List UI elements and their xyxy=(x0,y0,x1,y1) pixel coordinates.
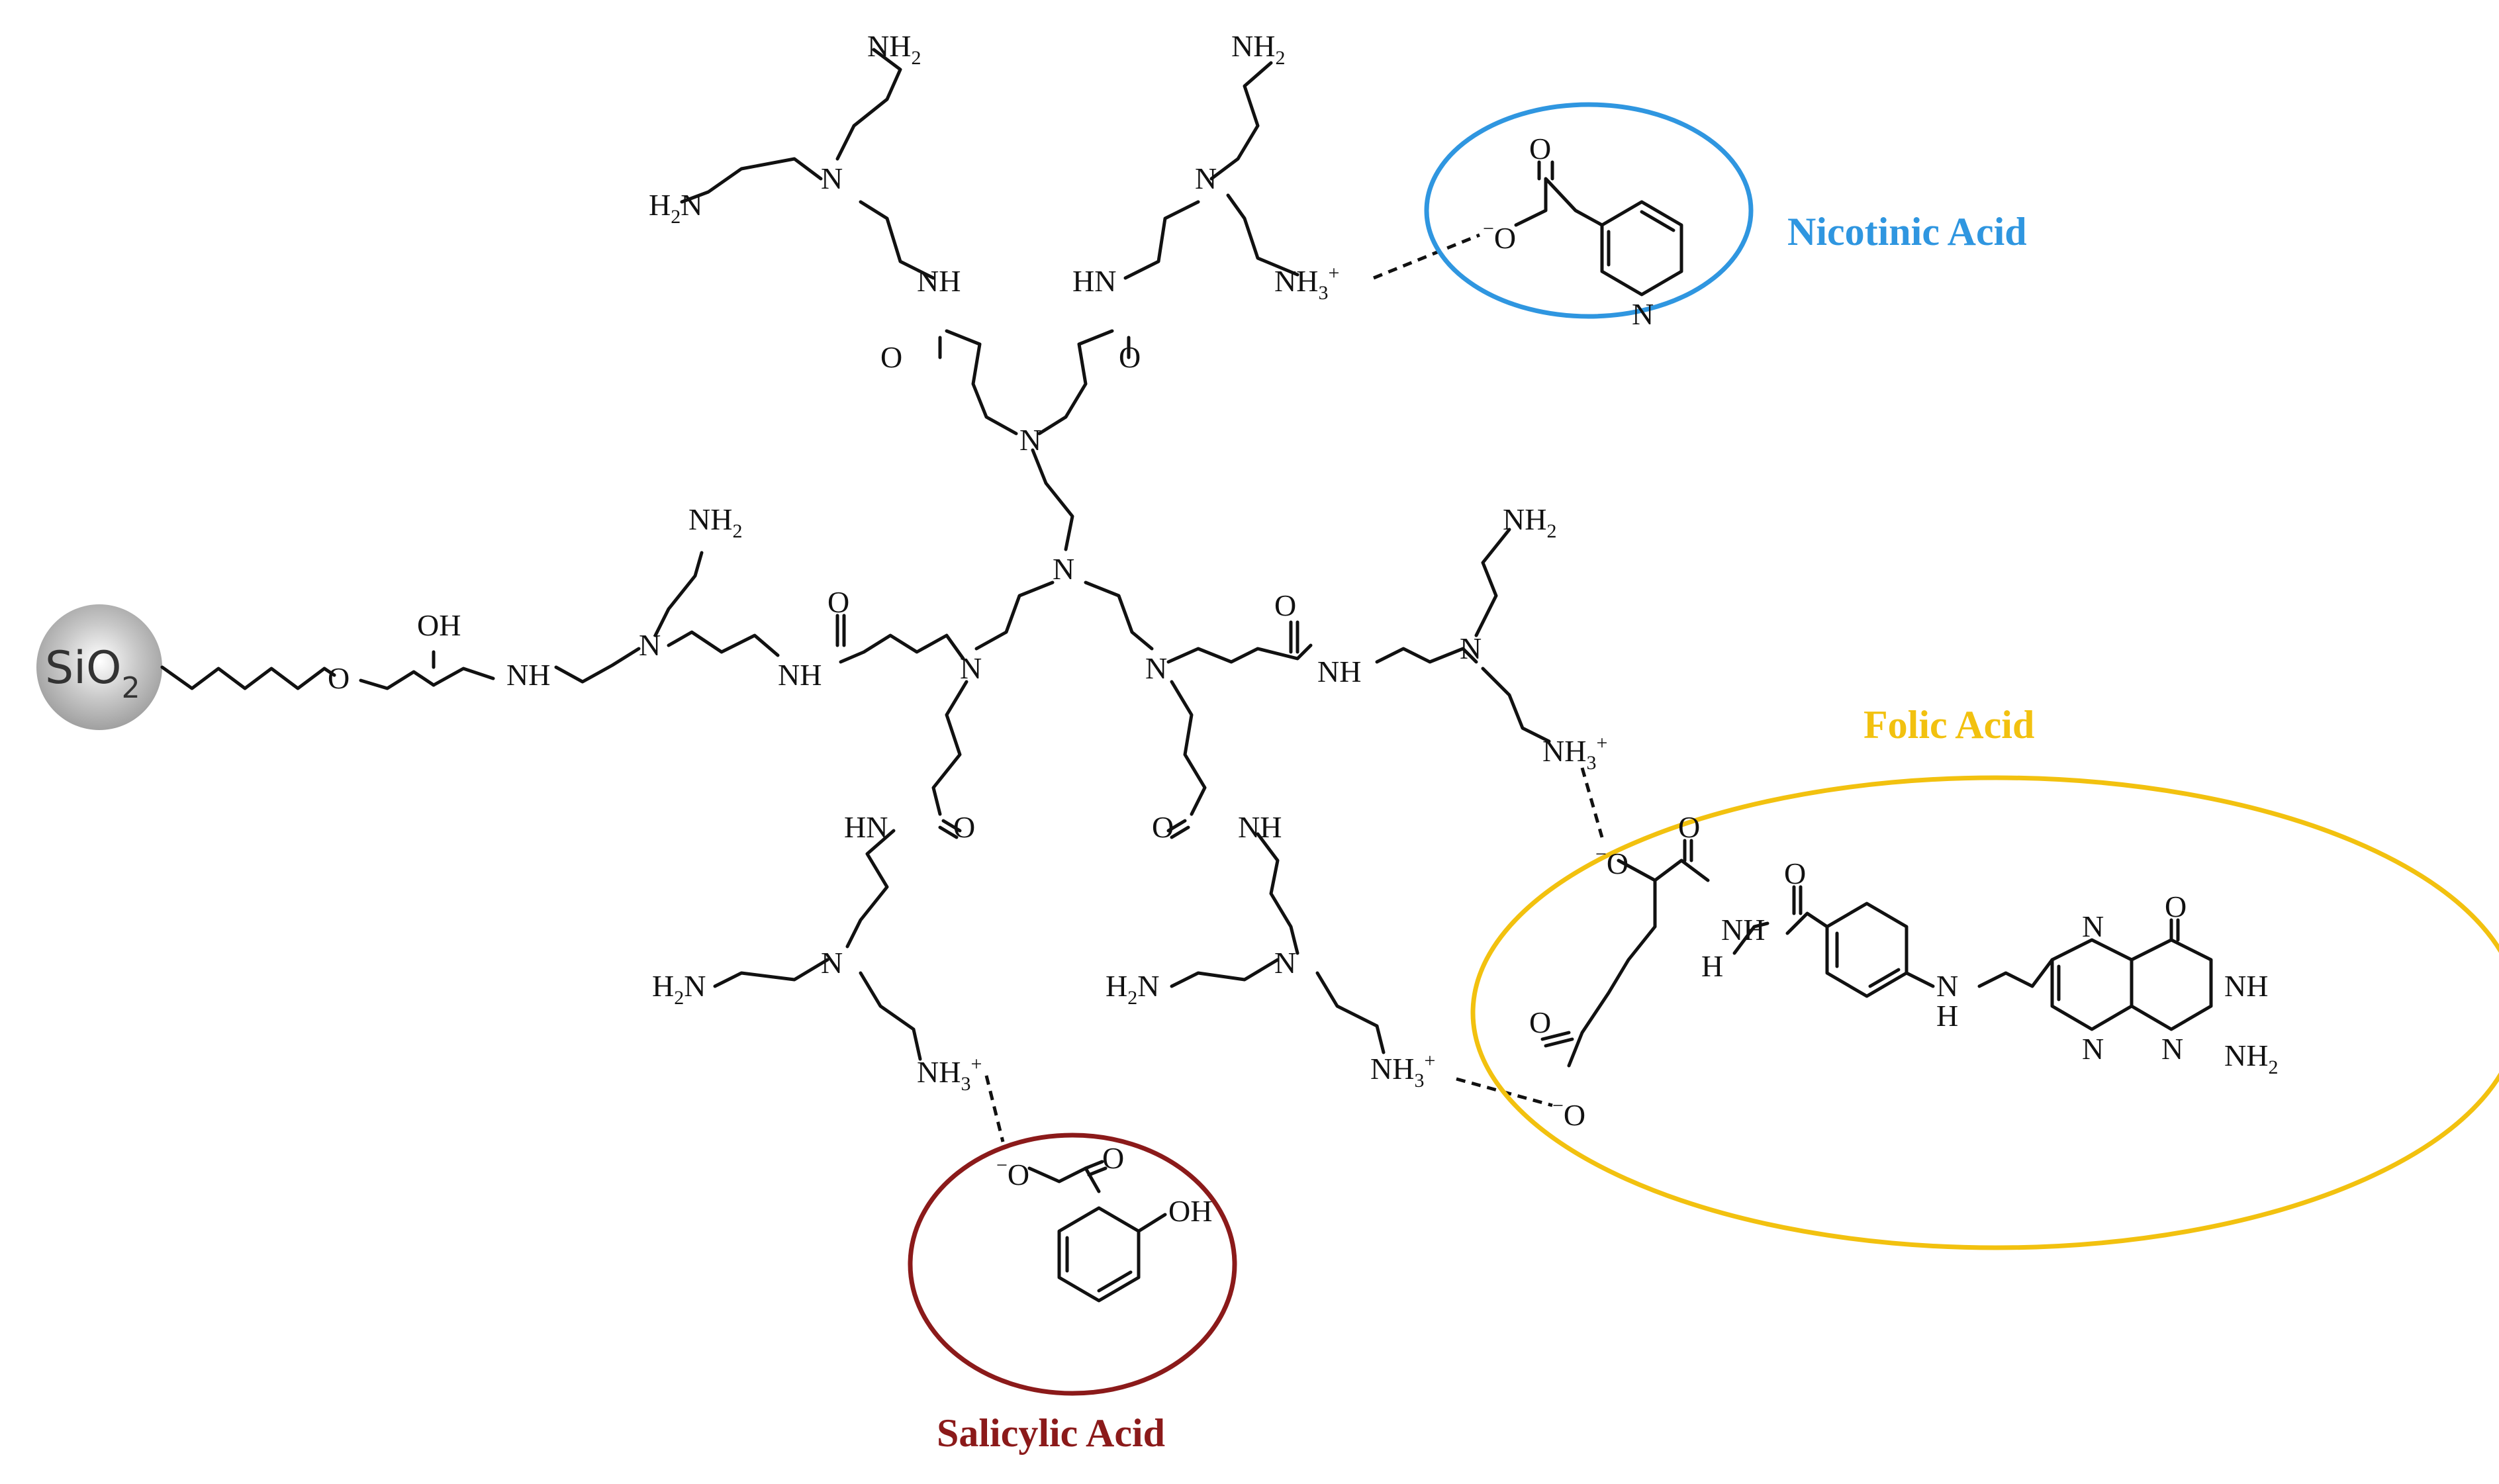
atom-o-top-right: O xyxy=(1119,340,1141,374)
atom-h2n-lower-left: H2N xyxy=(652,969,706,1009)
atom-n-lower-right: N xyxy=(1274,946,1296,980)
atom-n-nicotinic-ring: N xyxy=(1632,297,1654,331)
atom-nh-folic-pteridine: NH xyxy=(2224,969,2268,1003)
atom-h2n-top-left: H2N xyxy=(649,188,702,228)
folic-acid-ellipse xyxy=(1470,775,2499,1250)
atom-o-folic-carbonyl-1: O xyxy=(1678,810,1700,844)
atom-n-right: N xyxy=(1460,631,1482,665)
atom-n-core-left: N xyxy=(960,651,982,685)
atom-o-lower-left: O xyxy=(953,810,975,844)
atom-o-folic-carbonyl-2: O xyxy=(1529,1005,1551,1039)
atom-nh3-right: NH3+ xyxy=(1542,732,1607,774)
folic-acid-label: Folic Acid xyxy=(1863,703,2034,747)
atom-n-top-right: N xyxy=(1195,162,1217,195)
silica-label: SiO2 xyxy=(45,642,140,705)
atom-n-folic-aniline: N xyxy=(1936,969,1958,1003)
atom-nh-left-amide: NH xyxy=(778,658,822,692)
atom-o-nicotinic-carbonyl: O xyxy=(1529,132,1551,165)
atom-nh-right-amide: NH xyxy=(1317,655,1361,688)
atom-o-linker: O xyxy=(328,661,350,695)
atom-n-folic-pteridine-2: N xyxy=(2082,1032,2104,1066)
atom-o-folic-carboxylate-2: −O xyxy=(1552,1095,1585,1132)
atom-o-left-amide: O xyxy=(827,585,849,619)
atom-n-folic-pteridine-1: N xyxy=(2082,909,2104,943)
atom-n-core-right: N xyxy=(1145,651,1167,685)
atom-nh2-left-top: NH2 xyxy=(688,502,742,542)
atom-nh3-top-right: NH3+ xyxy=(1274,262,1339,304)
atom-n-lower-left: N xyxy=(821,946,843,980)
atom-o-right-amide: O xyxy=(1274,588,1296,622)
salicylic-acid-label: Salicylic Acid xyxy=(937,1411,1165,1455)
atom-o-folic-carboxylate-1: −O xyxy=(1595,843,1628,880)
atom-n-left: N xyxy=(639,628,661,662)
atom-oh-linker: OH xyxy=(417,608,461,642)
folic-acid-group xyxy=(1470,775,2499,1250)
atom-o-top-left: O xyxy=(880,340,902,374)
atom-nh-linker: NH xyxy=(506,658,550,692)
silica-particle: SiO2 xyxy=(36,604,162,730)
atom-labels: O OH NH N NH2 NH O N N N N O NH N NH2 H2… xyxy=(328,29,2278,1228)
atom-n-core-center: N xyxy=(1053,552,1074,586)
atom-hn-top-right: HN xyxy=(1072,264,1116,298)
nicotinic-acid-ellipse xyxy=(1424,102,1754,319)
atom-nh2-top-left: NH2 xyxy=(867,29,921,69)
salicylic-ionic-link xyxy=(984,1075,1005,1142)
ionic-links xyxy=(984,233,1604,1142)
atom-nh-folic-amide: NH xyxy=(1721,913,1765,947)
atom-nh2-top-right: NH2 xyxy=(1231,29,1285,69)
folic-ionic-link-1 xyxy=(1580,767,1604,838)
bond-skeleton xyxy=(160,48,1551,1061)
nicotinic-acid-label: Nicotinic Acid xyxy=(1787,210,2027,254)
atom-o-folic-pteridine: O xyxy=(2165,890,2187,923)
atom-nh3-lower-left: NH3+ xyxy=(917,1053,982,1095)
nicotinic-acid-group xyxy=(1424,102,1754,319)
atom-nh2-folic-pteridine: NH2 xyxy=(2224,1039,2278,1078)
salicylic-acid-ellipse xyxy=(908,1133,1237,1396)
atom-o-nicotinic-carboxylate: −O xyxy=(1483,218,1516,255)
atom-o-salicylic-carboxylate: −O xyxy=(996,1154,1029,1191)
atom-o-salicylic-carbonyl: O xyxy=(1102,1141,1124,1175)
atom-n-core-top: N xyxy=(1019,423,1041,457)
atom-o-folic-benzamide: O xyxy=(1784,857,1806,890)
atom-n-top-left: N xyxy=(821,162,843,195)
atom-h-folic-aniline: H xyxy=(1936,999,1958,1033)
atom-nh-top-left: NH xyxy=(917,264,961,298)
atom-h2n-lower-right: H2N xyxy=(1106,969,1159,1009)
atom-o-lower-right: O xyxy=(1152,810,1174,844)
atom-nh2-right: NH2 xyxy=(1503,502,1556,542)
salicylic-acid-group xyxy=(908,1133,1237,1396)
atom-hn-lower-left: HN xyxy=(844,810,888,844)
atom-oh-salicylic: OH xyxy=(1168,1194,1212,1228)
atom-nh-lower-right: NH xyxy=(1238,810,1282,844)
nicotinic-ionic-link xyxy=(1373,233,1480,280)
atom-h-folic-amide: H xyxy=(1701,949,1723,983)
silica-sphere xyxy=(36,604,162,730)
atom-nh3-lower-right: NH3+ xyxy=(1370,1050,1435,1091)
atom-n-folic-pteridine-3: N xyxy=(2161,1032,2183,1066)
